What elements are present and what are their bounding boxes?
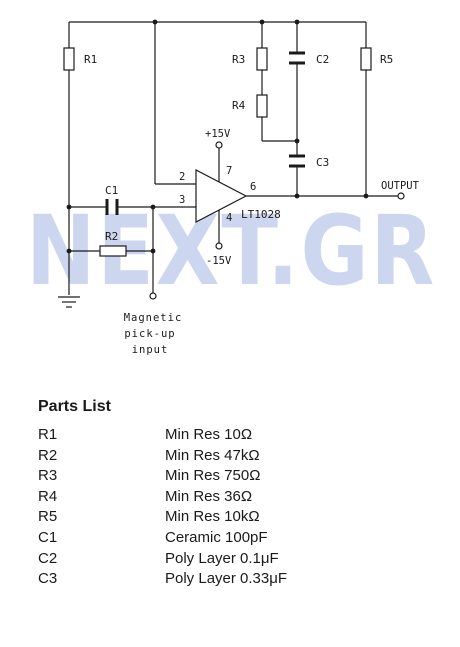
parts-list: R1 Min Res 10Ω R2 Min Res 47kΩ R3 Min Re… [38,425,418,590]
part-description: Min Res 10Ω [165,426,253,443]
part-id: C3 [38,570,58,588]
pin-7-label: 7 [226,165,232,177]
junction-dots [66,19,369,254]
part-id: C2 [38,549,58,567]
label-r1: R1 [84,53,97,66]
part-id: R4 [38,487,58,505]
label-c1: C1 [105,184,118,197]
resistor-r3 [256,47,268,71]
supply-pos-terminal [215,141,223,149]
circuit-schematic: NEXT.GR [26,19,434,356]
part-description: Min Res 10kΩ [165,508,260,526]
parts-list-item: R2 Min Res 47kΩ [38,446,418,467]
part-description: Min Res 47kΩ [165,446,260,464]
capacitor-c1 [105,199,119,215]
capacitor-c2 [289,51,305,65]
resistor-r1 [63,47,75,71]
part-id: R2 [38,446,58,464]
part-id: R5 [38,508,58,526]
pin-4-label: 4 [226,212,232,224]
parts-list-item: R5 Min Res 10kΩ [38,507,418,528]
output-terminal [397,192,405,200]
capacitor-c3 [289,154,305,168]
label-c2: C2 [316,53,329,66]
resistor-r4 [256,94,268,118]
label-r3: R3 [232,53,245,66]
part-description: Ceramic 100pF [165,528,268,546]
parts-list-item: R4 Min Res 36Ω [38,487,418,508]
parts-list-title: Parts List [38,398,111,415]
part-id: R1 [38,426,58,443]
parts-list-item: C2 Poly Layer 0.1μF [38,549,418,570]
parts-list-item: C3 Poly Layer 0.33μF [38,569,418,590]
part-description: Min Res 750Ω [165,467,261,485]
label-opamp: LT1028 [241,208,281,221]
input-label-line-3: input [132,344,169,356]
input-label-line-1: Magnetic [124,312,183,324]
supply-pos-label: +15V [205,128,231,140]
supply-neg-label: -15V [206,255,232,267]
opamp-triangle [195,169,248,223]
input-terminal [149,292,157,300]
part-id: C1 [38,528,58,546]
pin-6-label: 6 [250,181,256,193]
pin-2-label: 2 [179,171,185,183]
resistor-r5 [360,47,372,71]
label-r4: R4 [232,99,246,112]
parts-list-item: C1 Ceramic 100pF [38,528,418,549]
label-r2: R2 [105,230,118,243]
part-description: Poly Layer 0.1μF [165,549,279,567]
part-description: Poly Layer 0.33μF [165,570,288,588]
output-label: OUTPUT [381,180,420,192]
input-label-line-2: pick-up [124,328,175,340]
pin-3-label: 3 [179,194,185,206]
label-r5: R5 [380,53,393,66]
parts-list-item: R1 Min Res 10Ω [38,425,418,446]
part-id: R3 [38,467,58,485]
resistor-r2 [99,245,127,257]
parts-list-item: R3 Min Res 750Ω [38,466,418,487]
supply-neg-terminal [215,242,223,250]
part-description: Min Res 36Ω [165,487,253,505]
label-c3: C3 [316,156,329,169]
